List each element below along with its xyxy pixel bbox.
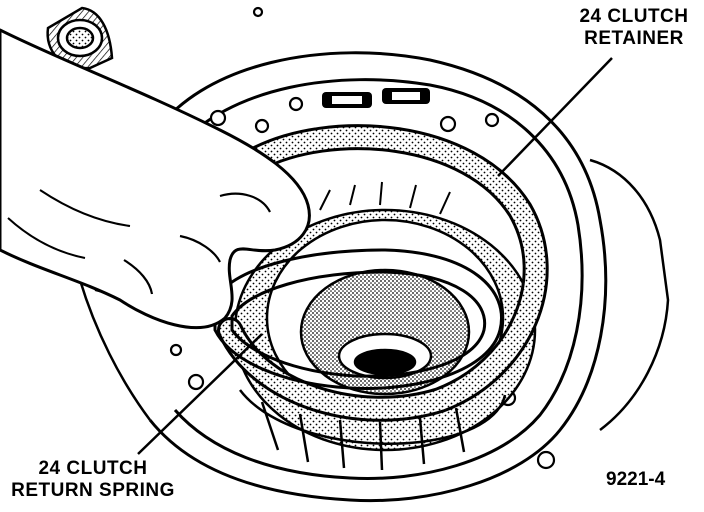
retainer-callout-line2: RETAINER [584,28,684,49]
spring-callout-line1: 24 CLUTCH [38,458,148,479]
retainer-callout-line1: 24 CLUTCH [579,6,689,27]
spring-leader-line [137,333,263,455]
clutch-retainer [217,124,549,422]
retainer-callout: 24 CLUTCH RETAINER [566,6,702,50]
spring-callout-line2: RETURN SPRING [11,480,175,501]
shaft-cap [46,6,114,70]
figure-id: 9221-4 [606,469,666,490]
return-spring [213,248,507,471]
case-bolt-holes [169,6,556,470]
case-rim-slots [322,88,430,108]
hand-icon [0,28,311,330]
spring-callout: 24 CLUTCH RETURN SPRING [0,458,186,502]
leader-lines [137,57,613,455]
retainer-leader-line [497,57,613,177]
